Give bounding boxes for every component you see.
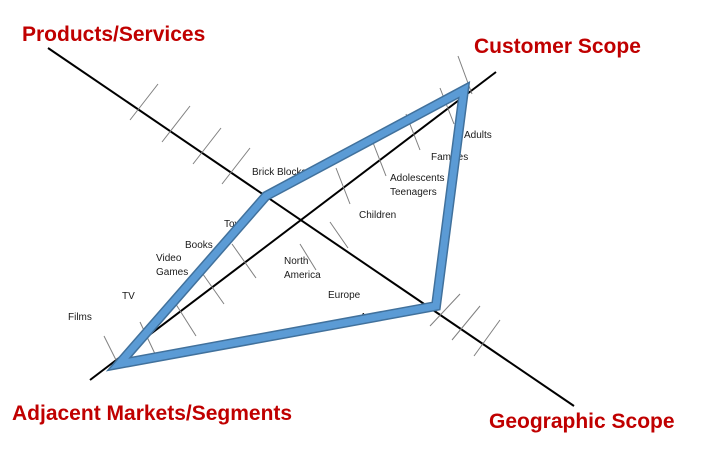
label-toys: Toys	[224, 219, 245, 230]
label-america: America	[284, 270, 321, 281]
scope-polygon-fill	[109, 83, 469, 370]
products-geographic-axis	[47, 47, 575, 407]
label-films: Films	[68, 312, 92, 323]
label-tv: TV	[122, 291, 135, 302]
customer-axis-ticks	[335, 55, 473, 205]
title-products-services: Products/Services	[22, 23, 205, 46]
label-games: Games	[156, 267, 188, 278]
label-europe: Europe	[328, 290, 361, 301]
label-video: Video	[156, 253, 182, 264]
geographic-axis-ticks	[429, 293, 501, 357]
label-books: Books	[185, 240, 213, 251]
title-adjacent-markets: Adjacent Markets/Segments	[12, 402, 292, 425]
label-teenagers: Teenagers	[390, 187, 437, 198]
label-brick-blocks: Brick Blocks	[252, 167, 306, 178]
label-adults: Adults	[464, 130, 492, 141]
adjacent-customer-axis	[89, 71, 497, 381]
title-geographic-scope: Geographic Scope	[489, 410, 675, 433]
products-axis-ticks	[129, 83, 251, 185]
label-adolescents: Adolescents	[390, 173, 444, 184]
adjacent-axis-ticks	[103, 221, 349, 369]
label-children: Children	[359, 210, 396, 221]
title-customer-scope: Customer Scope	[474, 35, 641, 58]
label-north: North	[284, 256, 308, 267]
label-families: Families	[431, 152, 468, 163]
